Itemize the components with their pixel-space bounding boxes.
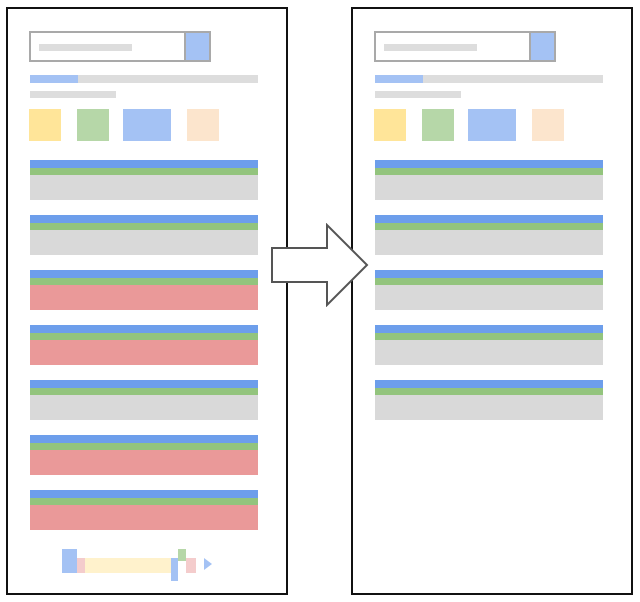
result-url-bar (30, 168, 258, 175)
result-url-bar (30, 443, 258, 450)
filter-chip[interactable] (532, 109, 564, 141)
progress-fill (30, 75, 78, 83)
result-title-bar (30, 435, 258, 443)
progress-bar (30, 75, 258, 83)
pager-current-block[interactable] (171, 558, 178, 581)
panel-after (351, 7, 633, 595)
result-snippet (375, 340, 603, 365)
right-arrow-icon (270, 222, 370, 308)
result-title-bar (30, 490, 258, 498)
pager-track (85, 558, 177, 573)
search-button[interactable] (186, 31, 211, 62)
pager-pink-left (77, 558, 85, 573)
pagination (62, 549, 222, 583)
result-url-bar (375, 168, 603, 175)
result-url-bar (375, 388, 603, 395)
result-url-bar (30, 388, 258, 395)
result-item[interactable] (375, 380, 603, 420)
result-title-bar (375, 325, 603, 333)
result-item[interactable] (30, 380, 258, 420)
panel-before (6, 7, 288, 595)
arrow-shape (271, 222, 369, 308)
result-snippet (30, 340, 258, 365)
result-snippet (30, 505, 258, 530)
result-item[interactable] (375, 325, 603, 365)
result-title-bar (375, 380, 603, 388)
result-snippet (375, 230, 603, 255)
filter-chip[interactable] (77, 109, 109, 141)
result-url-bar (375, 278, 603, 285)
result-item[interactable] (30, 160, 258, 200)
pager-green-mark (178, 549, 186, 561)
search-placeholder (39, 44, 132, 51)
result-snippet (30, 450, 258, 475)
result-item-flagged[interactable] (30, 490, 258, 530)
progress-bar (375, 75, 603, 83)
result-title-bar (375, 270, 603, 278)
result-title-bar (30, 270, 258, 278)
result-snippet (30, 175, 258, 200)
search-placeholder (384, 44, 477, 51)
result-item-flagged[interactable] (30, 435, 258, 475)
result-url-bar (30, 498, 258, 505)
filter-chip[interactable] (29, 109, 61, 141)
result-snippet (30, 395, 258, 420)
progress-fill (375, 75, 423, 83)
pager-start-block[interactable] (62, 549, 77, 573)
result-item-flagged[interactable] (30, 270, 258, 310)
result-item[interactable] (30, 215, 258, 255)
filter-chip[interactable] (374, 109, 406, 141)
result-snippet (30, 285, 258, 310)
search-input[interactable] (374, 31, 531, 62)
result-snippet (375, 395, 603, 420)
result-url-bar (375, 223, 603, 230)
result-item[interactable] (375, 215, 603, 255)
result-url-bar (375, 333, 603, 340)
result-title-bar (375, 215, 603, 223)
result-title-bar (30, 160, 258, 168)
result-stats-line (375, 91, 461, 98)
result-title-bar (30, 380, 258, 388)
result-url-bar (30, 223, 258, 230)
result-item-flagged[interactable] (30, 325, 258, 365)
filter-chip[interactable] (468, 109, 516, 141)
result-snippet (375, 175, 603, 200)
result-item[interactable] (375, 160, 603, 200)
filter-chip[interactable] (123, 109, 171, 141)
result-snippet (30, 230, 258, 255)
pager-pink-right (186, 558, 196, 573)
filter-chip[interactable] (187, 109, 219, 141)
filter-chip[interactable] (422, 109, 454, 141)
search-input[interactable] (29, 31, 186, 62)
result-title-bar (30, 215, 258, 223)
result-url-bar (30, 333, 258, 340)
next-arrow-icon[interactable] (204, 558, 212, 570)
result-title-bar (375, 160, 603, 168)
result-snippet (375, 285, 603, 310)
result-url-bar (30, 278, 258, 285)
result-stats-line (30, 91, 116, 98)
search-button[interactable] (531, 31, 556, 62)
result-title-bar (30, 325, 258, 333)
result-item[interactable] (375, 270, 603, 310)
